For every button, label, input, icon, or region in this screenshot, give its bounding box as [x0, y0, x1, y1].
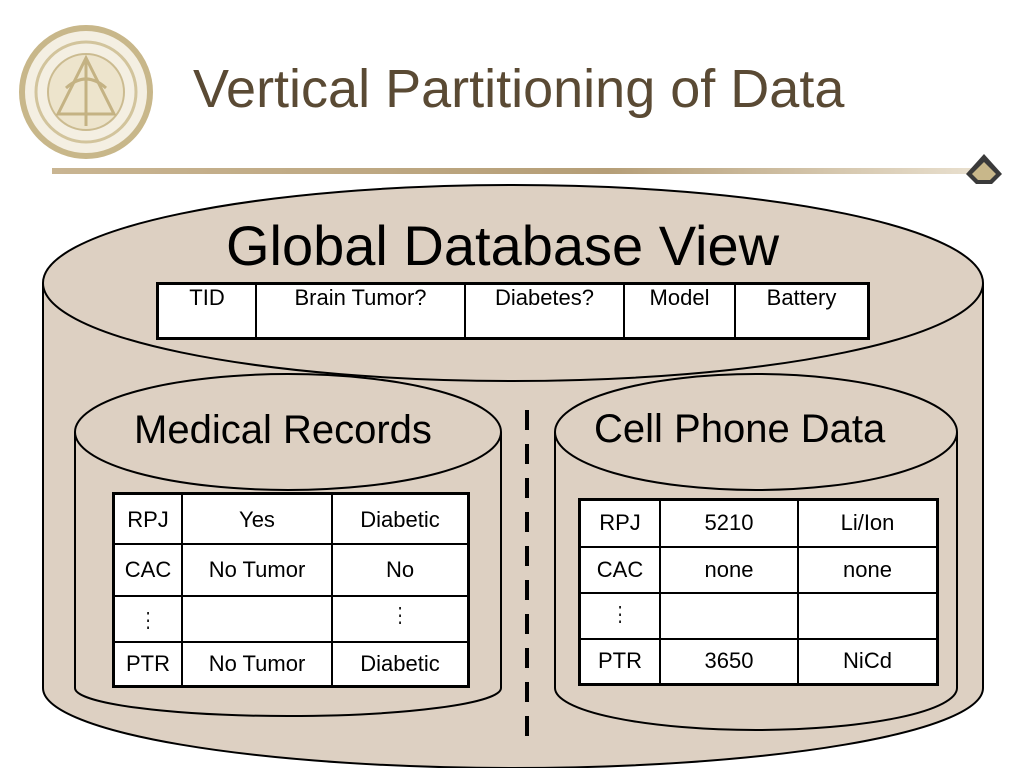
- table-cell: CAC: [578, 545, 661, 594]
- cell-phone-data-table: RPJ 5210 Li/Ion CAC none none ⋮ PTR 3650…: [578, 498, 939, 686]
- table-cell: ⋮: [331, 594, 470, 643]
- table-cell: 5210: [659, 498, 799, 548]
- ellipsis-mark: ⋮: [140, 609, 156, 632]
- medical-records-cylinder-top: [74, 373, 502, 491]
- table-cell: Yes: [181, 492, 333, 545]
- table-row: TID Brain Tumor? Diabetes? Model Battery: [156, 282, 870, 340]
- table-row: RPJ Yes Diabetic: [112, 492, 470, 545]
- cell-phone-data-label: Cell Phone Data: [594, 407, 886, 451]
- table-row: CAC none none: [578, 545, 939, 594]
- table-row: CAC No Tumor No: [112, 542, 470, 597]
- medical-records-label: Medical Records: [134, 408, 432, 452]
- table-cell: ⋮: [112, 594, 183, 643]
- table-cell: CAC: [112, 542, 183, 597]
- table-cell: none: [659, 545, 799, 594]
- column-header: Model: [623, 282, 736, 340]
- table-cell: PTR: [578, 637, 661, 686]
- table-cell: PTR: [112, 640, 183, 688]
- table-cell: [659, 591, 799, 640]
- global-schema-table: TID Brain Tumor? Diabetes? Model Battery: [156, 282, 870, 340]
- table-cell: ⋮: [578, 591, 661, 640]
- table-row: ⋮: [578, 591, 939, 640]
- table-cell: Diabetic: [331, 492, 470, 545]
- table-cell: [181, 594, 333, 643]
- table-cell: Li/Ion: [797, 498, 939, 548]
- table-cell: none: [797, 545, 939, 594]
- table-cell: [797, 591, 939, 640]
- slide-title: Vertical Partitioning of Data: [193, 59, 845, 119]
- column-header: Diabetes?: [464, 282, 625, 340]
- column-header: Brain Tumor?: [255, 282, 466, 340]
- table-cell: RPJ: [578, 498, 661, 548]
- medical-records-table: RPJ Yes Diabetic CAC No Tumor No ⋮ ⋮ PTR…: [112, 492, 470, 688]
- table-cell: Diabetic: [331, 640, 470, 688]
- table-row: PTR 3650 NiCd: [578, 637, 939, 686]
- university-seal-logo: [19, 25, 153, 159]
- column-header: TID: [156, 282, 257, 340]
- table-cell: No Tumor: [181, 640, 333, 688]
- global-database-view-label: Global Database View: [226, 214, 780, 277]
- cell-phone-data-cylinder-top: [554, 373, 958, 491]
- ellipsis-mark: ⋮: [392, 604, 408, 627]
- column-header: Battery: [734, 282, 870, 340]
- table-cell: No: [331, 542, 470, 597]
- title-divider: [52, 168, 977, 174]
- table-cell: RPJ: [112, 492, 183, 545]
- table-row: RPJ 5210 Li/Ion: [578, 498, 939, 548]
- ellipsis-mark: ⋮: [612, 603, 628, 626]
- table-cell: No Tumor: [181, 542, 333, 597]
- table-row: PTR No Tumor Diabetic: [112, 640, 470, 688]
- corner-emblem-icon: [966, 154, 1002, 184]
- table-cell: 3650: [659, 637, 799, 686]
- table-row: ⋮ ⋮: [112, 594, 470, 643]
- table-cell: NiCd: [797, 637, 939, 686]
